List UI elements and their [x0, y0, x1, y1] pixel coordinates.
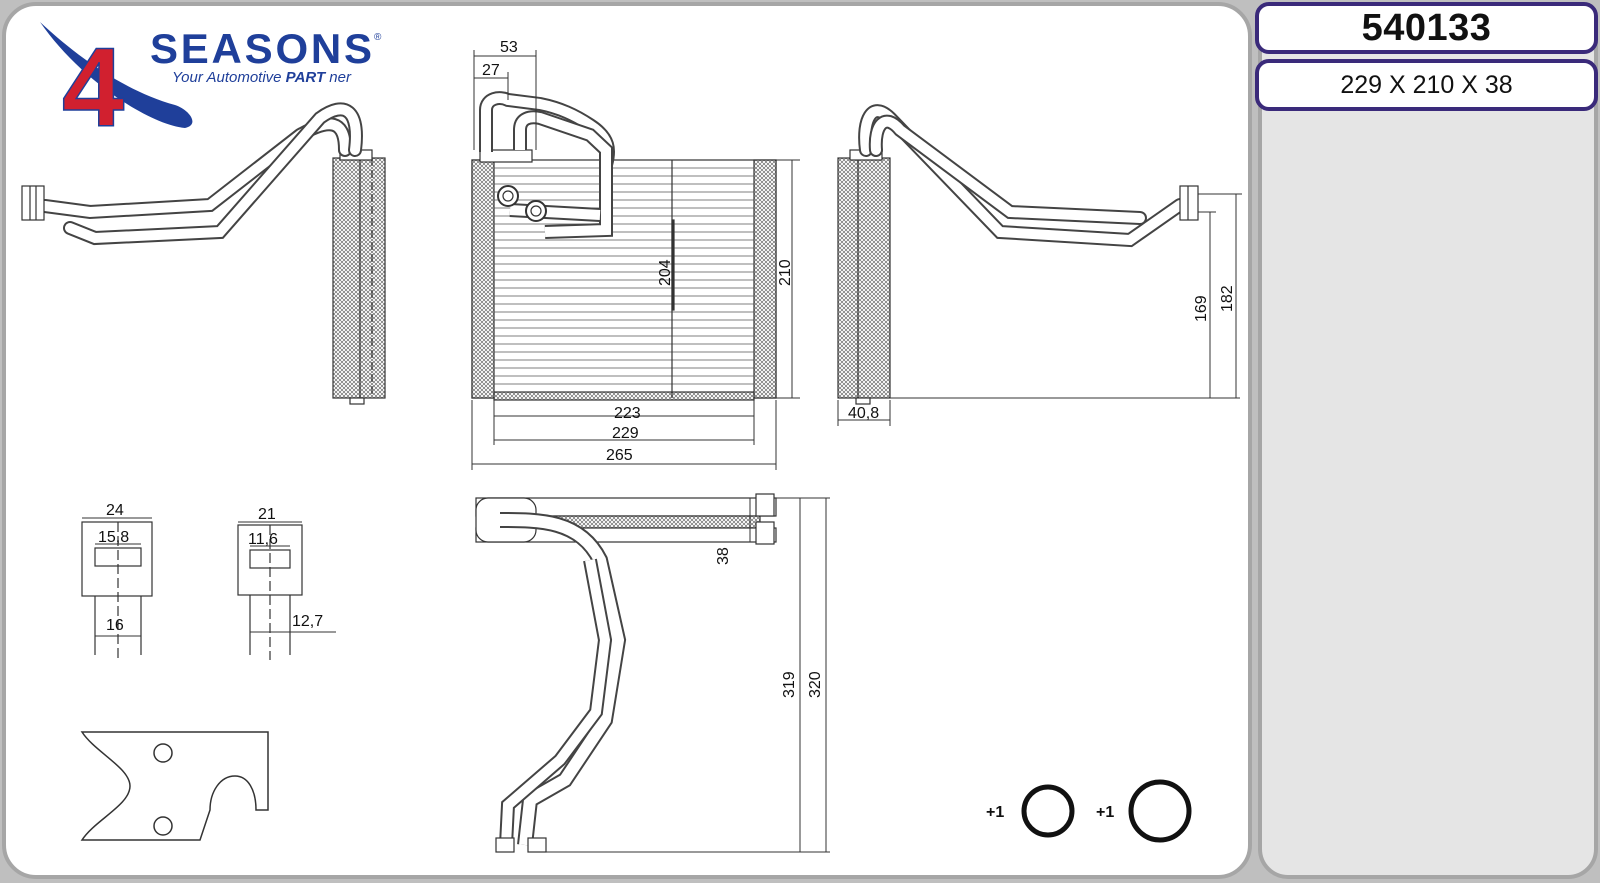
dimension-labels: 53 27 204 210 223 229 265 40,8 169 182 2… — [98, 39, 1236, 698]
top-view — [475, 493, 777, 853]
dim-40-8: 40,8 — [848, 405, 879, 422]
mounting-bracket — [80, 731, 269, 841]
accessories: +1 +1 — [986, 779, 1192, 843]
dim-21: 21 — [258, 506, 276, 523]
side-panel — [1258, 2, 1598, 879]
dim-210: 210 — [777, 259, 794, 286]
part-number-box: 540133 — [1255, 2, 1598, 54]
dim-320: 320 — [807, 671, 824, 698]
logo-brand-name: SEASONS — [150, 25, 372, 72]
dim-204: 204 — [657, 259, 674, 286]
accessory-count-2: +1 — [1096, 804, 1114, 821]
dim-53: 53 — [500, 39, 518, 56]
dim-24: 24 — [106, 502, 124, 519]
technical-drawing: 4 SEASONS ® Your Automotive PART ner — [21, 22, 1242, 853]
accessory-count-1: +1 — [986, 804, 1004, 821]
fitting-a — [81, 521, 153, 660]
dim-265: 265 — [606, 447, 633, 464]
dim-169: 169 — [1193, 295, 1210, 322]
logo-digit: 4 — [62, 25, 124, 150]
left-side-view — [21, 102, 386, 405]
o-ring-icon — [1021, 784, 1075, 838]
dim-15-8: 15,8 — [98, 529, 129, 546]
logo-registered-mark: ® — [374, 32, 382, 43]
dim-16: 16 — [106, 617, 124, 634]
fitting-b — [237, 524, 303, 660]
dim-27: 27 — [482, 62, 500, 79]
dim-223: 223 — [614, 405, 641, 422]
o-ring-icon — [1128, 779, 1192, 843]
logo-tagline: Your Automotive PART ner — [172, 69, 352, 86]
dim-12-7: 12,7 — [292, 613, 323, 630]
brand-logo: 4 SEASONS ® Your Automotive PART ner — [40, 22, 382, 151]
dim-319: 319 — [781, 671, 798, 698]
dim-11-6: 11,6 — [248, 531, 278, 548]
dimensions-summary: 229 X 210 X 38 — [1340, 70, 1513, 99]
dim-229: 229 — [612, 425, 639, 442]
logo-swoosh — [40, 22, 193, 128]
right-side-view — [837, 104, 1199, 405]
dim-38: 38 — [715, 547, 732, 565]
dim-182: 182 — [1219, 285, 1236, 312]
front-view-fins — [494, 167, 754, 385]
dimensions-summary-box: 229 X 210 X 38 — [1255, 59, 1598, 111]
front-view — [471, 91, 777, 401]
part-number: 540133 — [1361, 6, 1492, 49]
dimension-lines — [82, 50, 1242, 853]
